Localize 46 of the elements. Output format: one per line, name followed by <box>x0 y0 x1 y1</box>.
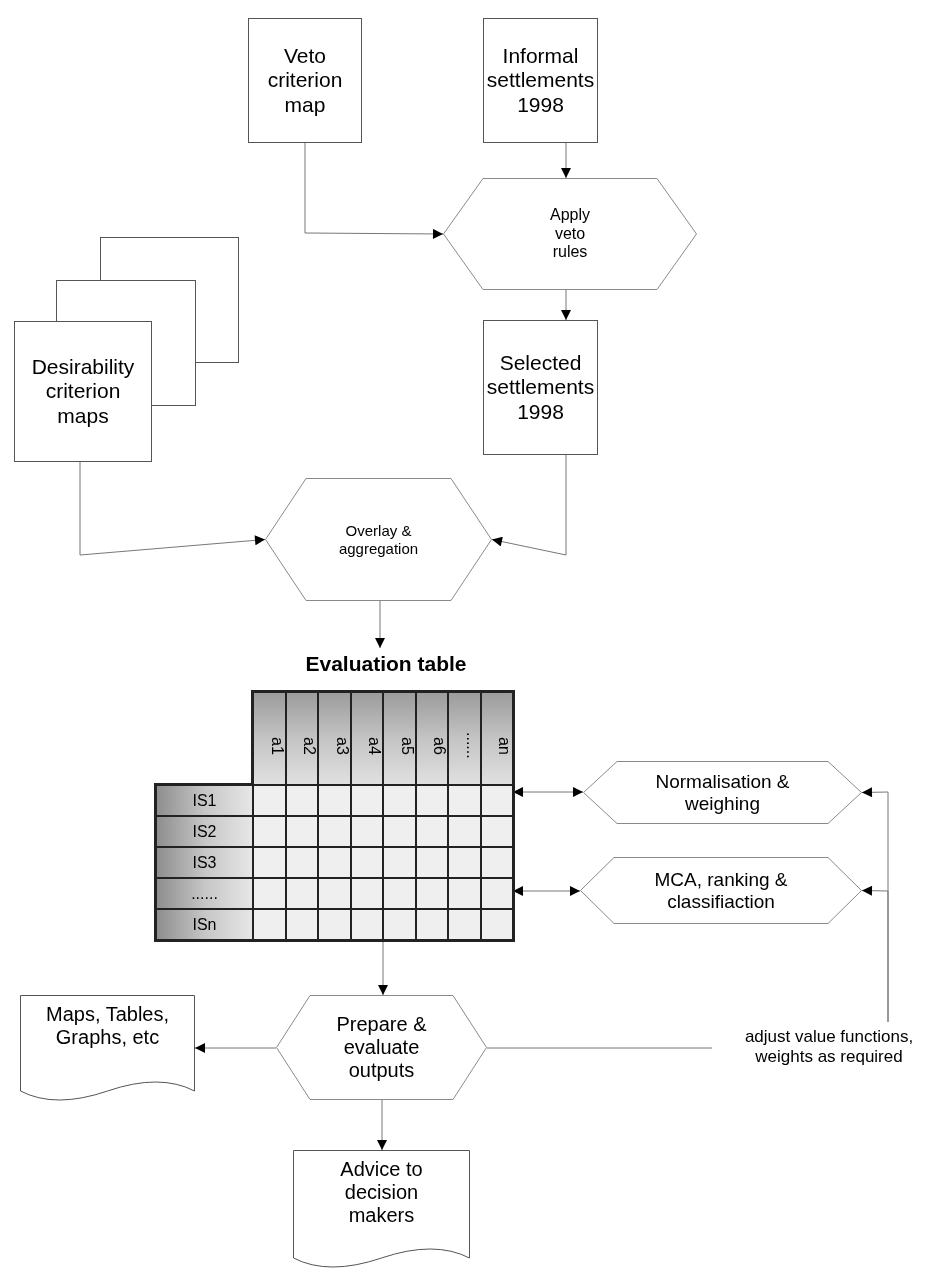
node-label: Informal settlements 1998 <box>486 44 595 117</box>
column-header: a6 <box>415 692 448 785</box>
node-label: Apply veto rules <box>549 206 591 262</box>
node-label: Overlay & aggregation <box>337 522 420 557</box>
node-label: Maps, Tables, Graphs, etc <box>45 1003 170 1049</box>
process-hexagon <box>580 857 862 924</box>
arrow <box>491 454 567 556</box>
arrow <box>861 885 889 1023</box>
arrow <box>561 142 571 179</box>
column-header: a5 <box>383 692 416 785</box>
column-header: a4 <box>350 692 383 785</box>
arrow <box>79 461 266 556</box>
arrow <box>561 289 571 321</box>
process-hexagon <box>583 761 862 824</box>
row-header: ISn <box>156 909 253 940</box>
arrow <box>377 1099 387 1151</box>
column-header: ...... <box>448 692 481 785</box>
arrow <box>375 600 385 649</box>
column-header: an <box>480 692 513 785</box>
row-header: IS2 <box>156 816 253 847</box>
data-box <box>483 320 598 455</box>
column-header: a3 <box>318 692 351 785</box>
table-title: Evaluation table <box>305 651 467 677</box>
arrow <box>194 1043 277 1053</box>
process-hexagon <box>276 995 487 1100</box>
process-hexagon <box>443 178 697 290</box>
node-label: Advice to decision makers <box>339 1158 424 1227</box>
map-box <box>14 321 152 462</box>
arrow <box>304 142 444 239</box>
connector-line <box>486 1047 713 1049</box>
note-text: adjust value functions, weights as required <box>743 1026 915 1068</box>
node-label: Veto criterion map <box>266 44 344 117</box>
row-header: IS1 <box>156 785 253 816</box>
column-header: a2 <box>285 692 318 785</box>
node-label: Selected settlements 1998 <box>486 351 595 424</box>
process-hexagon <box>265 478 492 601</box>
row-header: IS3 <box>156 847 253 878</box>
node-label: Prepare & evaluate outputs <box>335 1013 428 1082</box>
node-label: Normalisation & weighing <box>654 770 791 815</box>
node-label: Desirability criterion maps <box>30 355 136 428</box>
column-header: a1 <box>253 692 286 785</box>
map-box <box>248 18 362 143</box>
arrow <box>378 941 388 996</box>
data-box <box>483 18 598 143</box>
row-header: ...... <box>156 878 253 909</box>
node-label: MCA, ranking & classifiaction <box>653 868 789 913</box>
